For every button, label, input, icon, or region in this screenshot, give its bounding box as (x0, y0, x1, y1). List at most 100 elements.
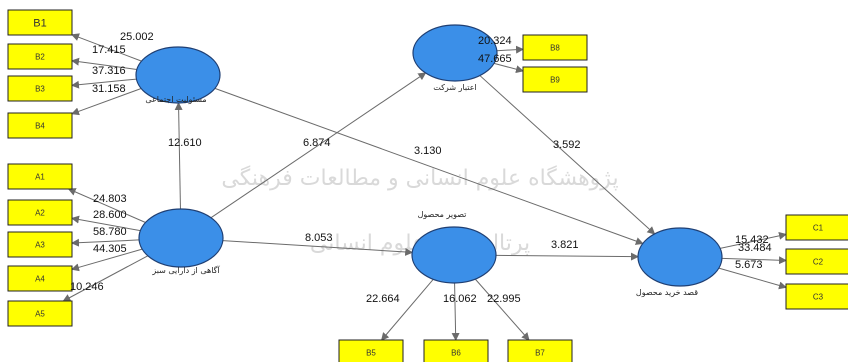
loading-value-b3: 37.316 (92, 65, 126, 77)
loading-arrow-b3 (71, 78, 137, 89)
indicator-label-b4: B4 (35, 121, 45, 130)
indicator-b6[interactable]: B6 (423, 339, 489, 362)
construct-ellipse-intention[interactable] (637, 227, 723, 287)
loading-value-b5: 22.664 (366, 293, 400, 305)
loading-arrow-a3 (71, 238, 140, 247)
indicator-label-b2: B2 (35, 52, 45, 61)
indicator-box-b5[interactable] (338, 339, 404, 362)
indicator-b9[interactable]: B9 (522, 66, 588, 93)
construct-ellipse-social[interactable] (135, 46, 221, 104)
loading-value-c3: 5.673 (735, 259, 763, 271)
indicator-box-c3[interactable] (785, 283, 848, 310)
construct-ellipse-awareness[interactable] (138, 208, 224, 268)
construct-label-social: مسئولیت اجتماعی (145, 95, 206, 104)
construct-ellipse-credibility[interactable] (412, 24, 498, 82)
loading-arrow-b9 (493, 62, 524, 74)
indicator-a5[interactable]: A5 (7, 300, 73, 327)
indicator-label-c2: C2 (813, 257, 824, 266)
loading-arrow-b4 (71, 88, 142, 116)
indicator-box-a1[interactable] (7, 163, 73, 190)
indicator-box-b3[interactable] (7, 75, 73, 102)
indicator-label-b1: B1 (33, 17, 46, 29)
loading-value-b6: 16.062 (443, 293, 477, 305)
indicator-label-b6: B6 (451, 348, 461, 357)
loading-value-b1: 25.002 (120, 31, 154, 43)
indicator-b4[interactable]: B4 (7, 112, 73, 139)
path-arrow-social-intention (214, 87, 644, 245)
indicator-a4[interactable]: A4 (7, 265, 73, 292)
construct-intention[interactable]: قصد خرید محصول (636, 227, 723, 297)
loading-arrow-b5 (380, 279, 434, 341)
construct-credibility[interactable]: اعتبار شرکت (412, 24, 498, 92)
indicator-label-b3: B3 (35, 84, 45, 93)
indicator-box-c2[interactable] (785, 248, 848, 275)
indicator-c2[interactable]: C2 (785, 248, 848, 275)
indicator-b7[interactable]: B7 (507, 339, 573, 362)
indicator-box-a2[interactable] (7, 199, 73, 226)
indicator-label-b9: B9 (550, 75, 560, 84)
construct-image[interactable]: تصویر محصول (411, 210, 497, 284)
indicator-a1[interactable]: A1 (7, 163, 73, 190)
loading-arrow-a5 (62, 255, 149, 302)
indicator-b1[interactable]: B1 (7, 9, 73, 36)
indicator-label-a4: A4 (35, 274, 45, 283)
construct-awareness[interactable]: آگاهی از دارایی سبز (138, 208, 224, 275)
indicator-box-a5[interactable] (7, 300, 73, 327)
construct-label-awareness: آگاهی از دارایی سبز (151, 265, 220, 275)
indicator-label-a2: A2 (35, 208, 45, 217)
loading-value-a3: 58.780 (93, 226, 127, 238)
path-coefficient-awareness-credibility: 6.874 (303, 137, 331, 149)
indicator-label-a5: A5 (35, 309, 45, 318)
indicator-b5[interactable]: B5 (338, 339, 404, 362)
loading-arrow-b2 (71, 57, 137, 70)
indicator-c3[interactable]: C3 (785, 283, 848, 310)
indicator-b8[interactable]: B8 (522, 34, 588, 61)
indicator-a2[interactable]: A2 (7, 199, 73, 226)
indicator-box-a4[interactable] (7, 265, 73, 292)
loading-arrow-a2 (71, 215, 141, 232)
construct-ellipse-image[interactable] (411, 226, 497, 284)
indicator-label-b8: B8 (550, 43, 560, 52)
path-arrow-awareness-social (174, 101, 183, 210)
indicator-box-a3[interactable] (7, 231, 73, 258)
path-arrow-credibility-intention (479, 75, 656, 235)
loading-arrow-b6 (451, 282, 460, 341)
indicator-box-b9[interactable] (522, 66, 588, 93)
watermark-line1: پژوهشگاه علوم انسانی و مطالعات فرهنگی (221, 165, 618, 191)
path-coefficient-social-intention: 3.130 (414, 145, 442, 157)
path-coefficient-awareness-social: 12.610 (168, 137, 202, 149)
indicator-box-c1[interactable] (785, 214, 848, 241)
indicator-box-b6[interactable] (423, 339, 489, 362)
indicator-label-c1: C1 (813, 223, 824, 232)
loading-arrow-b8 (496, 45, 524, 54)
loading-arrow-a1 (67, 188, 146, 223)
indicator-label-b5: B5 (366, 348, 376, 357)
construct-label-image: تصویر محصول (418, 210, 467, 219)
indicator-box-b1[interactable] (7, 9, 73, 36)
indicator-box-b2[interactable] (7, 43, 73, 70)
construct-social[interactable]: مسئولیت اجتماعی (135, 46, 221, 104)
indicator-b3[interactable]: B3 (7, 75, 73, 102)
loading-value-a4: 44.305 (93, 243, 127, 255)
loading-arrow-c2 (721, 256, 787, 265)
indicator-b2[interactable]: B2 (7, 43, 73, 70)
indicator-a3[interactable]: A3 (7, 231, 73, 258)
loading-arrow-c3 (718, 267, 787, 290)
indicator-c1[interactable]: C1 (785, 214, 848, 241)
loading-value-c2: 33.484 (738, 242, 772, 254)
indicator-box-b8[interactable] (522, 34, 588, 61)
loading-arrow-b7 (474, 278, 530, 341)
construct-label-intention: قصد خرید محصول (636, 288, 698, 297)
loading-value-b2: 17.415 (92, 44, 126, 56)
indicator-box-b4[interactable] (7, 112, 73, 139)
path-arrow-image-intention (495, 252, 640, 261)
indicator-box-b7[interactable] (507, 339, 573, 362)
path-arrow-awareness-image (222, 240, 414, 256)
path-coefficient-image-intention: 3.821 (551, 239, 579, 251)
loading-arrow-a4 (71, 248, 143, 272)
loading-value-b8: 20.324 (478, 35, 512, 47)
loading-value-a1: 24.803 (93, 193, 127, 205)
indicator-label-b7: B7 (535, 348, 545, 357)
